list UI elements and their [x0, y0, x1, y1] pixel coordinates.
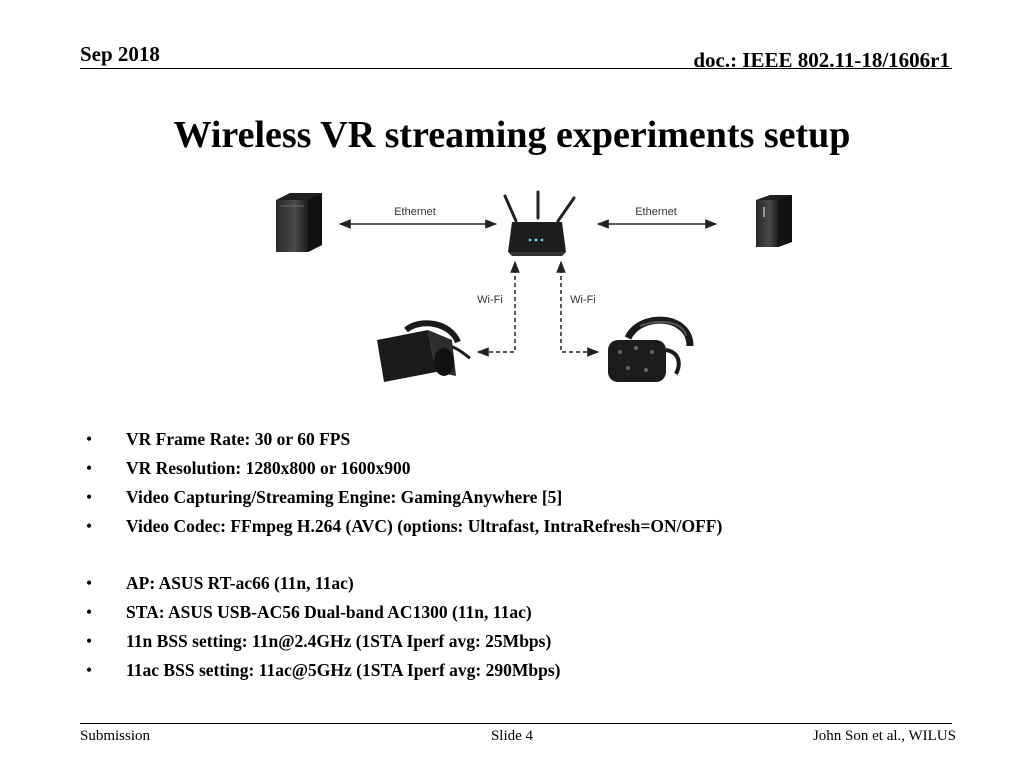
- bullet-list-vr-settings: • VR Frame Rate: 30 or 60 FPS • VR Resoluti…: [86, 425, 722, 541]
- wifi-label-right: Wi-Fi: [570, 294, 596, 306]
- bullet-marker: •: [86, 602, 93, 622]
- wifi-label-left: Wi-Fi: [477, 294, 503, 306]
- header-divider: [80, 68, 952, 69]
- bullet-text: VR Resolution: 1280x800 or 1600x900: [126, 458, 411, 478]
- bullet-text: 11ac BSS setting: 11ac@5GHz (1STA Iperf …: [126, 660, 561, 680]
- ethernet-link-right: Ethernet: [596, 206, 718, 229]
- bullet-text: STA: ASUS USB-AC56 Dual-band AC1300 (11n…: [126, 602, 532, 622]
- bullet-marker: •: [86, 631, 93, 651]
- bullet-text: VR Frame Rate: 30 or 60 FPS: [126, 429, 351, 449]
- oculus-headset-icon: [377, 320, 471, 382]
- vive-headset-icon: [608, 316, 694, 382]
- bullet-marker: •: [86, 660, 93, 680]
- footer-slide-number: Slide 4: [490, 728, 534, 744]
- bullet-item: • Video Capturing/Streaming Engine: Gamin…: [86, 483, 722, 512]
- bullet-text: Video Capturing/Streaming Engine: Gaming…: [126, 487, 563, 507]
- bullet-item: • VR Frame Rate: 30 or 60 FPS: [86, 425, 722, 454]
- footer-divider: [80, 723, 952, 724]
- ethernet-link-left: Ethernet: [338, 206, 498, 229]
- bullet-item: • VR Resolution: 1280x800 or 1600x900: [86, 454, 722, 483]
- bullet-text: 11n BSS setting: 11n@2.4GHz (1STA Iperf …: [126, 631, 552, 651]
- wifi-link-right: Wi-Fi: [556, 260, 600, 357]
- bullet-text: AP: ASUS RT-ac66 (11n, 11ac): [126, 573, 354, 593]
- pc-tower-icon: [276, 193, 322, 252]
- footer-submission: Submission: [80, 728, 151, 744]
- bullet-marker: •: [86, 429, 93, 449]
- bullet-item: • 11n BSS setting: 11n@2.4GHz (1STA Iperf…: [86, 627, 561, 656]
- header-date: Sep 2018: [80, 42, 160, 66]
- footer-authors: John Son et al., WILUS: [812, 728, 956, 744]
- bullet-marker: •: [86, 516, 93, 536]
- wifi-link-left: Wi-Fi: [476, 260, 520, 357]
- bullet-marker: •: [86, 458, 93, 478]
- bullet-item: • STA: ASUS USB-AC56 Dual-band AC1300 (11…: [86, 598, 561, 627]
- bullet-marker: •: [86, 487, 93, 507]
- bullet-text: Video Codec: FFmpeg H.264 (AVC) (options…: [126, 516, 723, 536]
- ethernet-label-right: Ethernet: [635, 206, 677, 218]
- bullet-item: • AP: ASUS RT-ac66 (11n, 11ac): [86, 569, 561, 598]
- bullet-item: • 11ac BSS setting: 11ac@5GHz (1STA Iperf…: [86, 656, 561, 685]
- router-icon: [503, 190, 576, 256]
- pc-small-icon: [756, 195, 792, 247]
- bullet-marker: •: [86, 573, 93, 593]
- network-diagram: Ethernet Ethernet Wi-Fi Wi-Fi: [276, 190, 792, 382]
- slide-title: Wireless VR streaming experiments setup: [173, 114, 851, 156]
- bullet-item: • Video Codec: FFmpeg H.264 (AVC) (option…: [86, 512, 722, 541]
- ethernet-label-left: Ethernet: [394, 206, 436, 218]
- bullet-list-network-settings: • AP: ASUS RT-ac66 (11n, 11ac) • STA: ASUS …: [86, 569, 561, 685]
